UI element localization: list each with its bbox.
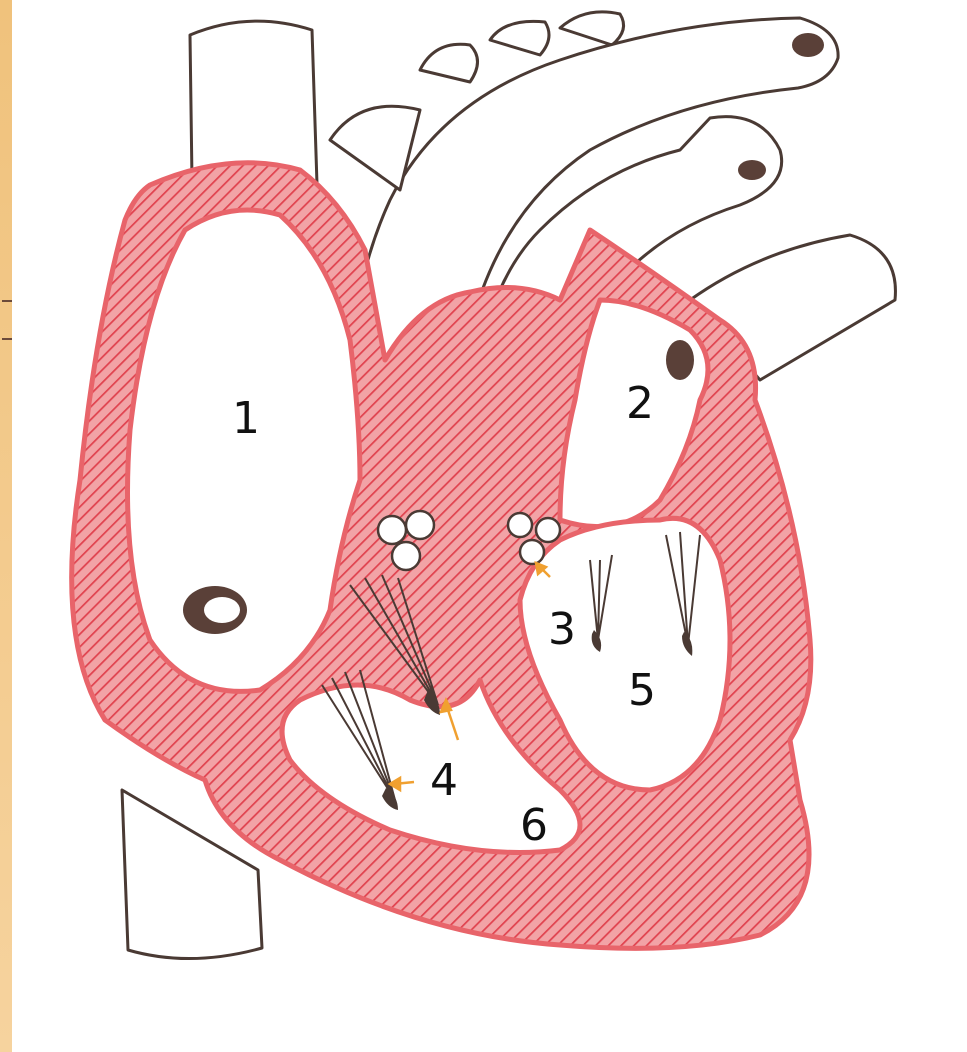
valve-cusp <box>520 540 544 564</box>
valve-cusp <box>406 511 434 539</box>
valve-cusp <box>378 516 406 544</box>
coronary-sinus <box>183 586 247 634</box>
arch-branch <box>420 44 478 82</box>
label-4: 4 <box>430 755 458 806</box>
label-3: 3 <box>548 604 576 655</box>
label-6: 6 <box>520 800 548 851</box>
valve-cusp <box>392 542 420 570</box>
arch-branch <box>490 21 549 55</box>
arch-branch <box>560 12 624 45</box>
label-2: 2 <box>626 378 654 429</box>
label-5: 5 <box>628 665 656 716</box>
valve-cusp <box>508 513 532 537</box>
label-1: 1 <box>232 393 260 444</box>
valve-cusp <box>536 518 560 542</box>
